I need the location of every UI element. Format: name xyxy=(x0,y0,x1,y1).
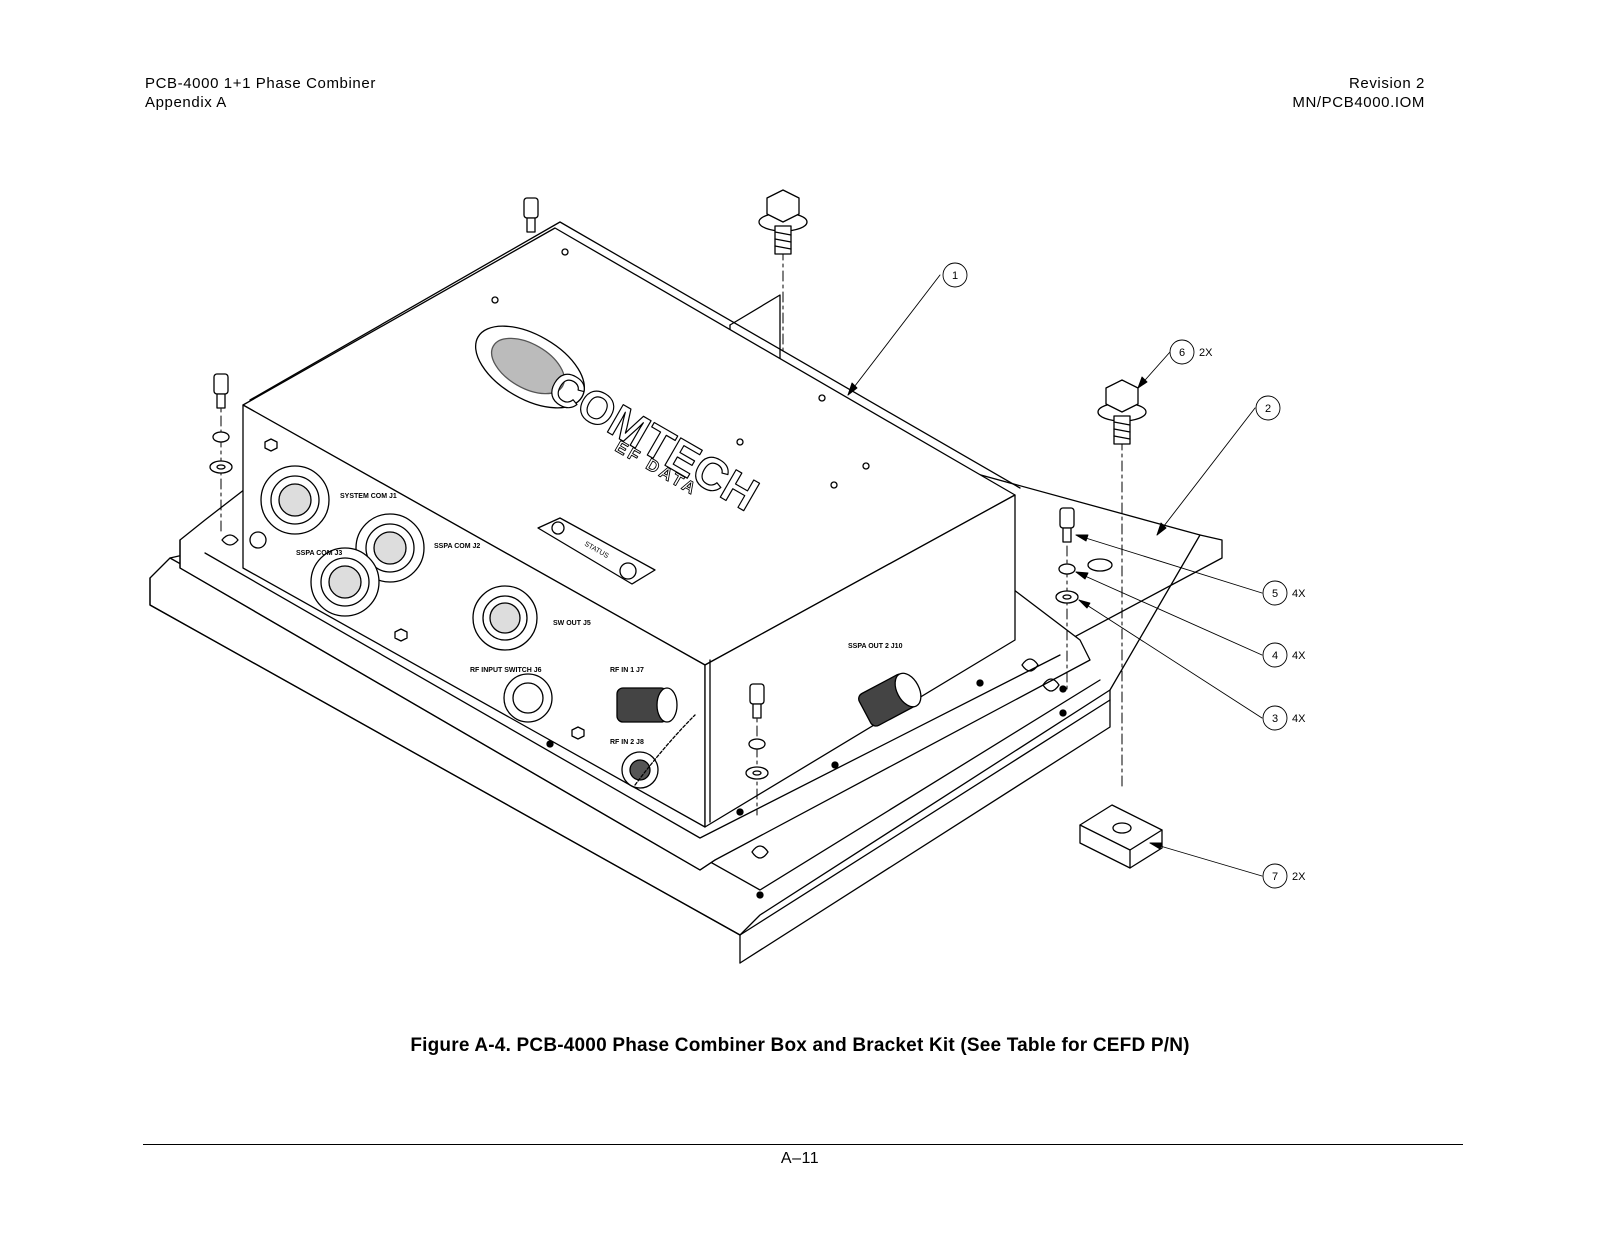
j10-label: SSPA OUT 2 J10 xyxy=(848,643,903,650)
figure-caption: Figure A-4. PCB-4000 Phase Combiner Box … xyxy=(410,1035,1190,1056)
socket-screw xyxy=(1059,507,1075,543)
j2-label: SSPA COM J2 xyxy=(434,543,480,550)
header-right: Revision 2 MN/PCB4000.IOM xyxy=(1292,74,1425,112)
connector-j5: SW OUT J5 xyxy=(472,585,591,651)
connector-j8: RF IN 2 J8 xyxy=(610,714,696,789)
callout-4-qty: 4X xyxy=(1292,650,1306,662)
socket-screw xyxy=(749,683,765,719)
document-title: PCB-4000 1+1 Phase Combiner xyxy=(145,75,376,92)
revision-label: Revision 2 xyxy=(1348,75,1425,92)
callout-6-qty: 2X xyxy=(1199,347,1213,359)
callout-3-qty: 4X xyxy=(1292,713,1306,725)
callout-4-number: 4 xyxy=(1272,650,1278,662)
j8-label: RF IN 2 J8 xyxy=(610,739,644,746)
appendix-label: Appendix A xyxy=(145,94,227,111)
connector-j10: SSPA OUT 2 J10 xyxy=(848,643,922,727)
page-number: A–11 xyxy=(780,1150,820,1167)
j7-label: RF IN 1 J7 xyxy=(610,667,644,674)
callout-6-number: 6 xyxy=(1179,347,1185,359)
channel-nut xyxy=(1079,804,1163,869)
callout-2-number: 2 xyxy=(1265,403,1271,415)
j6-label: RF INPUT SWITCH J6 xyxy=(470,667,542,674)
socket-screw xyxy=(523,197,539,233)
callout-5-number: 5 xyxy=(1272,588,1278,600)
callouts xyxy=(847,262,1288,889)
j1-label: SYSTEM COM J1 xyxy=(340,493,397,500)
hardware xyxy=(209,189,1163,869)
hex-bolt xyxy=(1097,379,1147,445)
callout-5-qty: 4X xyxy=(1292,588,1306,600)
j3-label: SSPA COM J3 xyxy=(296,550,342,557)
socket-screw xyxy=(213,373,229,409)
manual-number: MN/PCB4000.IOM xyxy=(1292,94,1425,111)
callout-labels: 1 2 3 4X 4 4X 5 4X 6 2X 7 2X xyxy=(952,270,1306,883)
callout-1-number: 1 xyxy=(952,270,958,282)
status-panel: STATUS xyxy=(537,517,656,585)
connector-j7: RF IN 1 J7 xyxy=(610,667,678,723)
header-left: PCB-4000 1+1 Phase Combiner Appendix A xyxy=(145,74,376,112)
callout-7-number: 7 xyxy=(1272,871,1278,883)
connector-j1: SYSTEM COM J1 xyxy=(260,465,397,535)
callout-3-number: 3 xyxy=(1272,713,1278,725)
hex-bolt xyxy=(758,189,808,255)
footer-divider xyxy=(143,1144,1463,1145)
j5-label: SW OUT J5 xyxy=(553,620,591,627)
callout-7-qty: 2X xyxy=(1292,871,1306,883)
phase-combiner-box: COMTECH EF DATA STATUS SYSTEM COM J1 SSP… xyxy=(242,221,1021,828)
connector-j3: SSPA COM J3 xyxy=(296,547,380,617)
connector-j6: RF INPUT SWITCH J6 xyxy=(470,667,553,723)
